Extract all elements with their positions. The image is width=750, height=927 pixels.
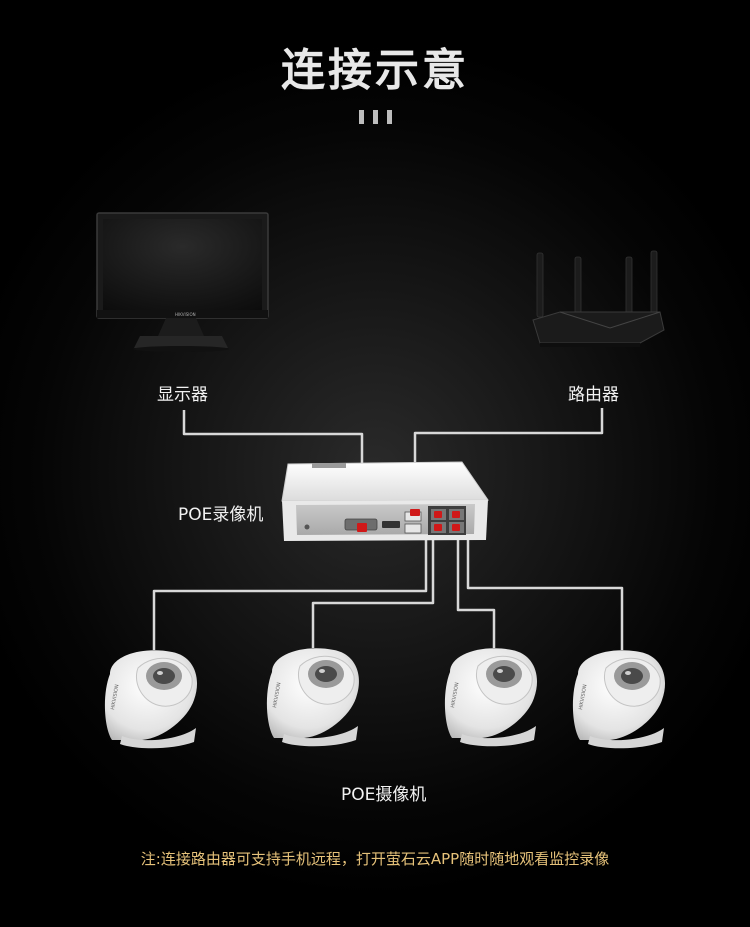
nvr-label: POE录像机 <box>178 505 264 525</box>
monitor-device: HIKVISION <box>96 212 269 352</box>
monitor-brand-label: HIKVISION <box>175 312 196 317</box>
monitor-label: 显示器 <box>157 385 208 405</box>
cameras-label: POE摄像机 <box>341 785 427 805</box>
connection-note: 注:连接路由器可支持手机远程，打开萤石云APP随时随地观看监控录像 <box>140 850 610 868</box>
camera-brand-label: HIKVISION <box>272 682 282 709</box>
camera-connector-2 <box>452 511 460 518</box>
title-divider <box>359 110 399 126</box>
router-device <box>532 250 665 347</box>
router-label: 路由器 <box>568 385 619 405</box>
nvr-device <box>281 461 489 541</box>
camera-brand-label: HIKVISION <box>450 682 460 709</box>
camera-brand-label: HIKVISION <box>578 684 588 711</box>
camera-3: HIKVISION <box>444 648 538 747</box>
camera-connector-3 <box>434 524 442 531</box>
port-connectors <box>357 509 460 532</box>
cable-nvr-camera-1 <box>152 522 428 650</box>
camera-1: HIKVISION <box>104 650 198 749</box>
cable-nvr-camera-3 <box>456 532 496 648</box>
router-connector <box>410 509 420 516</box>
camera-4: HIKVISION <box>572 650 666 749</box>
camera-connector-4 <box>452 524 460 531</box>
page-title: 连接示意 <box>281 45 469 96</box>
camera-connector-1 <box>434 511 442 518</box>
camera-brand-label: HIKVISION <box>110 684 120 711</box>
vga-connector <box>357 523 367 532</box>
camera-2: HIKVISION <box>266 648 360 747</box>
cable-nvr-camera-4 <box>466 522 624 650</box>
cable-nvr-camera-2 <box>311 532 435 648</box>
